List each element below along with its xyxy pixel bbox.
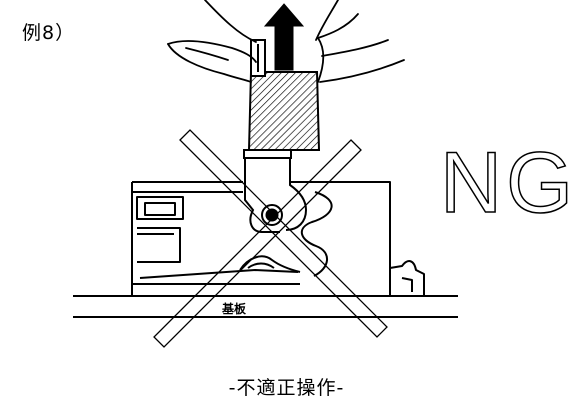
prohibited-x-mark xyxy=(153,129,388,348)
pull-up-arrow-icon xyxy=(263,3,305,71)
verdict-label: NG xyxy=(440,135,573,231)
board-label-background xyxy=(212,300,256,315)
board-substrate xyxy=(73,295,458,318)
example-number-label: 例8） xyxy=(22,22,76,44)
cable-housing xyxy=(243,71,321,159)
hand-fingers-icon xyxy=(167,0,405,83)
board-connector-header xyxy=(131,181,425,296)
diagram-caption: -不適正操作- xyxy=(228,377,345,399)
board-label: 基板 xyxy=(221,301,247,316)
contact-pin xyxy=(244,150,308,233)
